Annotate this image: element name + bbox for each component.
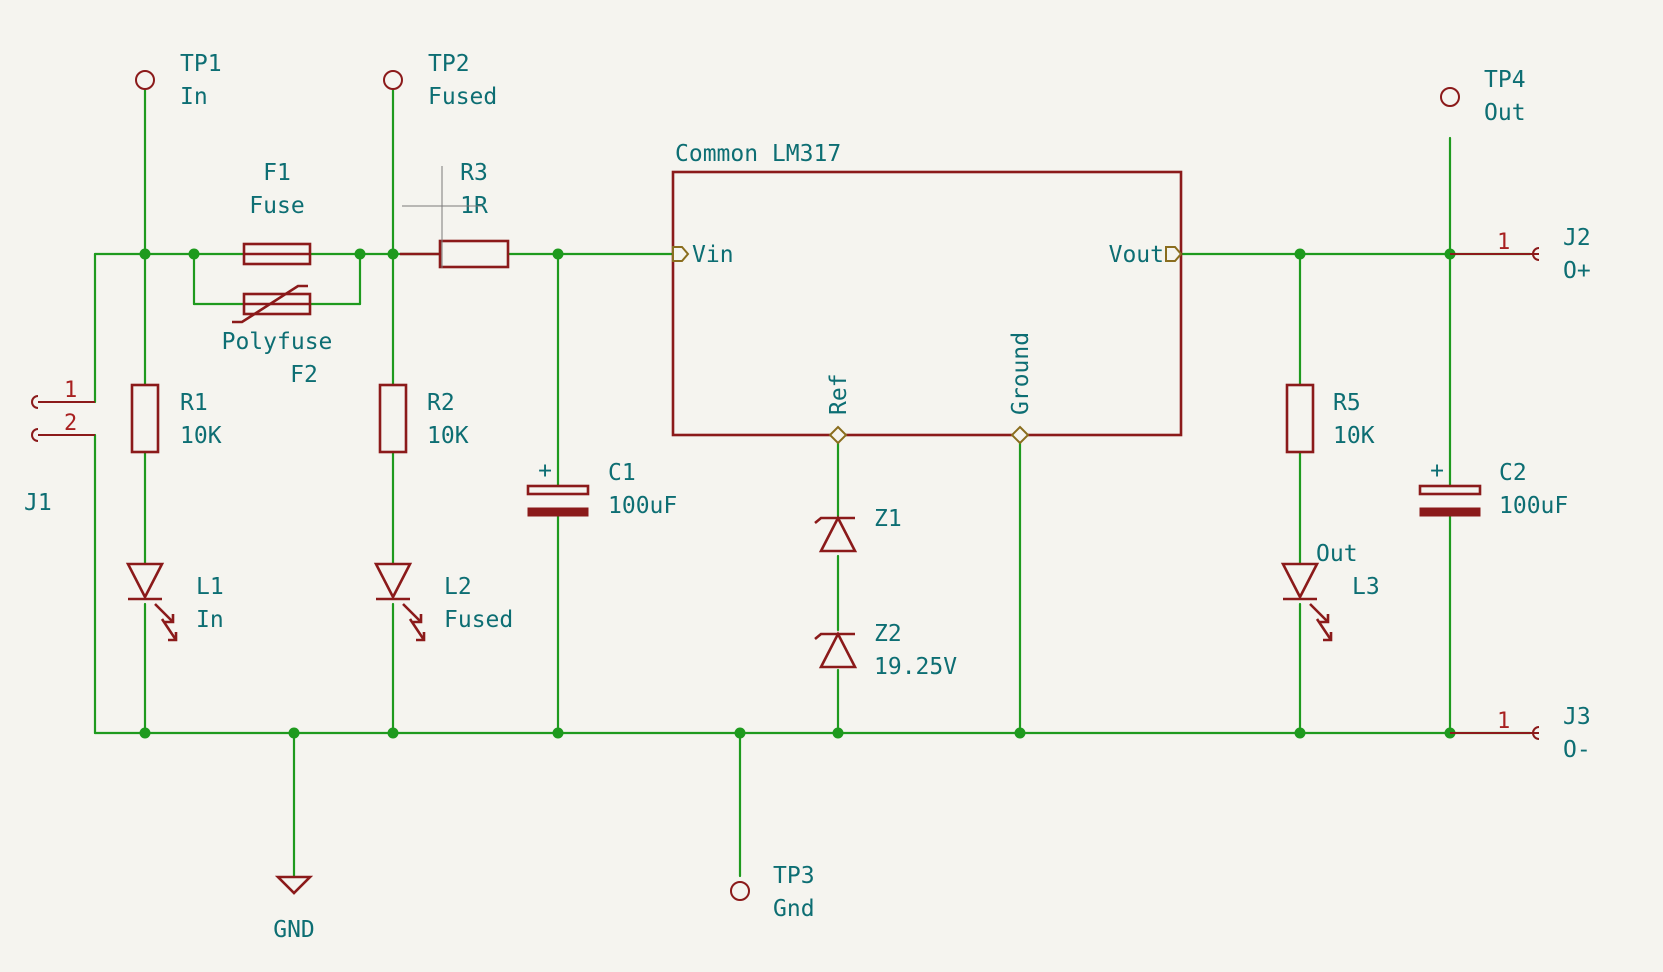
r5-value: 10K <box>1333 423 1375 449</box>
r2-ref: R2 <box>427 390 455 416</box>
led-l1[interactable]: L1 In <box>125 562 224 642</box>
r1-value: 10K <box>180 423 222 449</box>
z2-ref: Z2 <box>874 621 902 647</box>
resistor-r2[interactable]: R2 10K <box>378 383 469 454</box>
regulator-title: Common LM317 <box>675 141 841 167</box>
fuse-f1[interactable]: F1 Fuse <box>242 160 312 266</box>
f2-ref: F2 <box>290 362 318 388</box>
c1-value: 100uF <box>608 493 677 519</box>
tp1-value: In <box>180 84 208 110</box>
zener-z1[interactable]: Z1 <box>814 506 902 553</box>
l3-value: Out <box>1316 541 1358 567</box>
test-point-tp1[interactable]: TP1 In <box>135 51 222 110</box>
tp4-ref: TP4 <box>1484 67 1526 93</box>
polyfuse-f2[interactable]: Polyfuse F2 <box>222 284 333 388</box>
z2-value: 19.25V <box>874 654 957 680</box>
light-emission-icon <box>154 603 178 642</box>
j1-ref: J1 <box>24 490 52 516</box>
c2-value: 100uF <box>1499 493 1568 519</box>
crosshair-cursor-icon <box>402 166 482 268</box>
tp3-ref: TP3 <box>773 863 815 889</box>
r1-ref: R1 <box>180 390 208 416</box>
l3-ref: L3 <box>1352 574 1380 600</box>
r2-value: 10K <box>427 423 469 449</box>
gnd-label: GND <box>273 917 315 943</box>
tp1-ref: TP1 <box>180 51 222 77</box>
junctions <box>139 248 1456 739</box>
tp2-ref: TP2 <box>428 51 470 77</box>
vin-port-icon <box>672 246 690 262</box>
test-point-tp2[interactable]: TP2 Fused <box>383 51 497 110</box>
light-emission-icon <box>1309 603 1333 642</box>
regulator-pin-vin: Vin <box>692 242 734 268</box>
l1-value: In <box>196 607 224 633</box>
j3-pin-1: 1 <box>1497 709 1510 734</box>
j2-value: O+ <box>1563 258 1591 284</box>
j1-pin-1: 1 <box>64 378 77 403</box>
j3-value: O- <box>1563 737 1591 763</box>
f1-ref: F1 <box>263 160 291 186</box>
ground-icon <box>274 875 314 895</box>
resistor-r1[interactable]: R1 10K <box>130 383 222 454</box>
l2-ref: L2 <box>444 574 472 600</box>
ground-port-icon <box>1010 425 1030 445</box>
c2-ref: C2 <box>1499 460 1527 486</box>
j2-ref: J2 <box>1563 225 1591 251</box>
capacitor-c1[interactable]: + C1 100uF <box>526 458 677 519</box>
resistor-r3[interactable]: R3 1R <box>400 160 510 269</box>
c1-ref: C1 <box>608 460 636 486</box>
j2-pin-1: 1 <box>1497 230 1510 255</box>
test-point-tp4[interactable]: TP4 Out <box>1440 67 1526 126</box>
connector-j1[interactable]: 1 2 J1 <box>24 378 95 516</box>
gnd-symbol[interactable]: GND <box>273 875 315 943</box>
j3-ref: J3 <box>1563 704 1591 730</box>
regulator-pin-ref: Ref <box>826 373 852 415</box>
regulator-pin-ground: Ground <box>1008 332 1034 415</box>
c1-polarity: + <box>538 458 552 484</box>
regulator-lm317[interactable]: Common LM317 Vin Vout Ref Ground <box>671 141 1183 445</box>
tp3-value: Gnd <box>773 896 815 922</box>
l2-value: Fused <box>444 607 513 633</box>
ref-port-icon <box>828 425 848 445</box>
f2-value: Polyfuse <box>222 329 333 355</box>
tp4-value: Out <box>1484 100 1526 126</box>
tp2-value: Fused <box>428 84 497 110</box>
connector-j2[interactable]: 1 J2 O+ <box>1450 225 1591 284</box>
light-emission-icon <box>402 603 426 642</box>
capacitor-c2[interactable]: + C2 100uF <box>1418 458 1568 519</box>
test-point-tp3[interactable]: TP3 Gnd <box>730 863 815 922</box>
l1-ref: L1 <box>196 574 224 600</box>
z1-ref: Z1 <box>874 506 902 532</box>
c2-polarity: + <box>1430 458 1444 484</box>
wires <box>93 88 1532 879</box>
led-l2[interactable]: L2 Fused <box>373 562 513 642</box>
regulator-pin-vout: Vout <box>1109 242 1164 268</box>
f1-value: Fuse <box>249 193 304 219</box>
zener-z2[interactable]: Z2 19.25V <box>814 621 957 680</box>
resistor-r5[interactable]: R5 10K <box>1285 383 1375 454</box>
r3-ref: R3 <box>460 160 488 186</box>
connector-j3[interactable]: 1 J3 O- <box>1450 704 1591 763</box>
j1-pin-2: 2 <box>64 411 77 436</box>
led-l3[interactable]: Out L3 <box>1280 541 1380 642</box>
r5-ref: R5 <box>1333 390 1361 416</box>
vout-port-icon <box>1165 246 1183 262</box>
